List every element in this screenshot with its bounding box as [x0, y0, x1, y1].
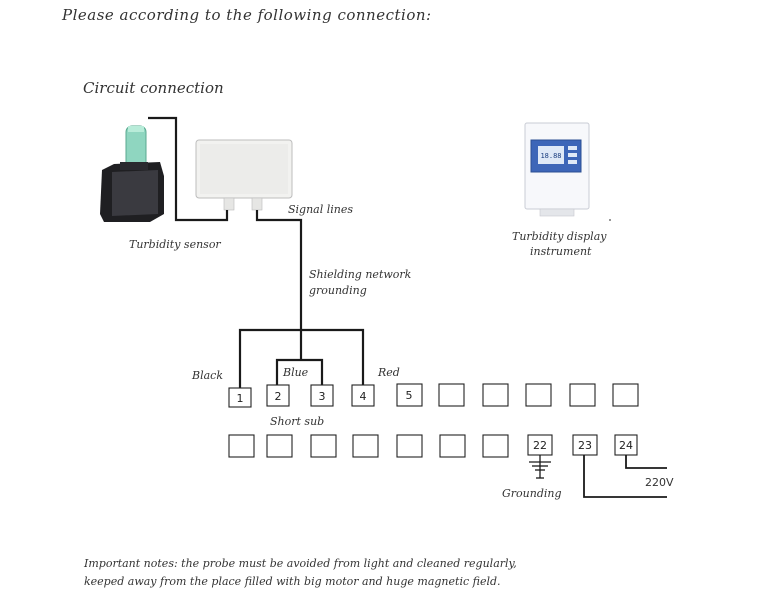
turbidity-sensor-label: Turbidity sensor — [129, 238, 221, 251]
turbidity-display-instrument-image: 18.88 — [524, 122, 590, 217]
short-sub-label: Short sub — [270, 415, 325, 428]
terminal-8 — [525, 383, 552, 407]
terminal-3-number: 3 — [319, 390, 326, 403]
blue-wire-label: Blue — [283, 366, 309, 379]
display-screen-reading: 18.88 — [540, 152, 561, 160]
terminal-2 — [266, 384, 290, 407]
terminal-22-number: 22 — [533, 439, 547, 452]
terminal-3 — [310, 384, 334, 407]
junction-box-image — [195, 139, 293, 211]
turbidity-sensor-image — [100, 125, 164, 222]
black-wire-label: Black — [192, 369, 223, 382]
terminal-1 — [228, 387, 252, 408]
terminal-16 — [439, 434, 466, 458]
wires — [148, 116, 365, 388]
neutral-wire — [625, 455, 667, 469]
red-wire-label: Red — [378, 366, 400, 379]
grounding-label: Grounding — [502, 487, 562, 500]
voltage-label: 220V — [645, 476, 674, 489]
terminal-5 — [396, 383, 423, 407]
terminal-11 — [228, 434, 255, 458]
page-heading: Please according to the following connec… — [62, 6, 432, 24]
terminal-7 — [482, 383, 509, 407]
terminal-row-1: 1 2 3 4 5 — [228, 383, 639, 408]
terminal-15 — [396, 434, 423, 458]
terminal-6 — [438, 383, 465, 407]
terminal-4-number: 4 — [360, 390, 367, 403]
signal-cable — [255, 210, 303, 330]
terminal-5-number: 5 — [406, 389, 413, 402]
terminal-row-2: 22 23 24 — [228, 434, 638, 458]
ground-symbol-icon — [529, 455, 551, 479]
terminal-12 — [266, 434, 293, 458]
shielding-label-line2: grounding — [309, 284, 367, 297]
sensor-cable — [148, 116, 229, 222]
live-wire — [583, 455, 667, 498]
terminal-14 — [352, 434, 379, 458]
terminal-23-number: 23 — [578, 439, 592, 452]
power-wires — [583, 455, 667, 498]
terminal-13 — [310, 434, 337, 458]
blue-jumper-wire — [275, 358, 324, 385]
terminal-1-number: 1 — [237, 392, 244, 405]
terminal-23 — [572, 434, 598, 456]
important-note-line2: keeped away from the place filled with b… — [84, 575, 501, 588]
terminal-9 — [569, 383, 596, 407]
terminal-17 — [482, 434, 509, 458]
speck — [609, 219, 611, 221]
terminal-10 — [612, 383, 639, 407]
section-title: Circuit connection — [83, 79, 224, 97]
display-instrument-label-line2: instrument — [530, 245, 592, 258]
important-note-line1: Important notes: the probe must be avoid… — [84, 557, 517, 570]
terminal-2-number: 2 — [275, 390, 282, 403]
display-instrument-label-line1: Turbidity display — [512, 230, 607, 243]
shielding-label-line1: Shielding network — [309, 268, 412, 281]
terminal-4 — [351, 384, 375, 407]
signal-lines-label: Signal lines — [288, 203, 354, 216]
terminal-24-number: 24 — [619, 439, 633, 452]
